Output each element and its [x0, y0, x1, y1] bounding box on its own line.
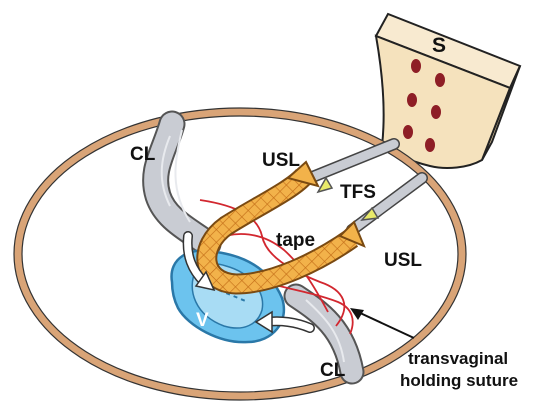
label-transvaginal: transvaginal — [408, 349, 508, 368]
cardinal-ligament-upper — [156, 124, 208, 244]
label-cardinal-ligament-top: CL — [130, 144, 156, 165]
label-vagina: V — [196, 310, 209, 331]
label-uterosacral-ligament-top: USL — [262, 150, 300, 171]
label-cardinal-ligament-bottom: CL — [320, 360, 346, 381]
label-sacrum: S — [432, 34, 446, 57]
label-tape: tape — [276, 230, 315, 251]
label-holding-suture: holding suture — [400, 371, 518, 390]
label-uterosacral-ligament-right: USL — [384, 250, 422, 271]
suture-leader — [350, 308, 414, 338]
label-tfs: TFS — [340, 182, 376, 203]
